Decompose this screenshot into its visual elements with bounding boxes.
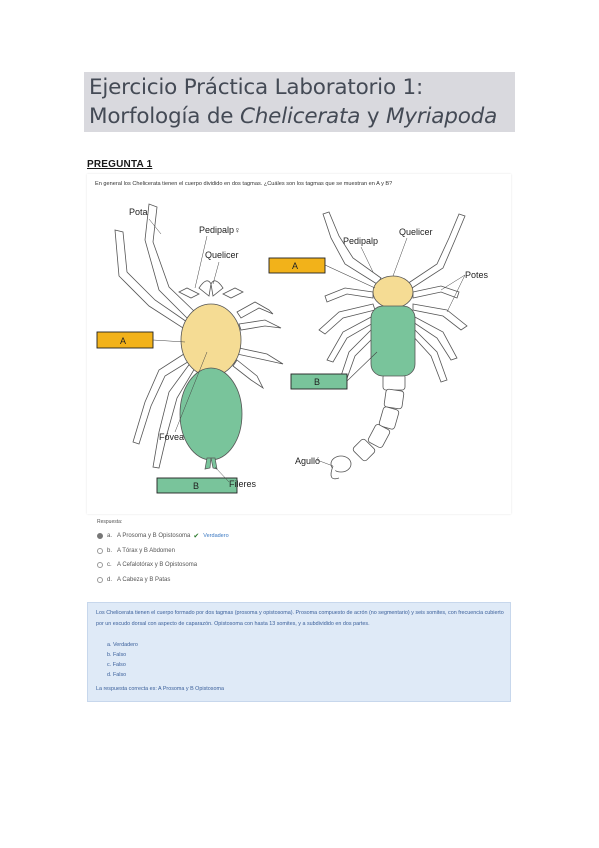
spider-box-b-label: B — [193, 481, 199, 491]
spider-diagram — [114, 203, 284, 469]
spider-spinnerets — [204, 457, 218, 470]
title-prefix: Morfología de — [89, 104, 240, 129]
feedback-list: a. Verdadero b. Falso c. Falso d. Falso — [107, 640, 138, 680]
scorpion-label-agullo: Agulló — [295, 456, 320, 466]
answer-options: a. A Prosoma y B Opistosoma ✔ Verdadero … — [97, 529, 229, 587]
feedback-item: c. Falso — [107, 662, 126, 668]
scorpion-prosoma — [372, 275, 414, 309]
feedback-item: a. Verdadero — [107, 642, 138, 648]
radio-icon[interactable] — [97, 533, 103, 540]
question-text: En general los Chelicerata tienen el cue… — [95, 181, 393, 187]
scorpion-label-quelicer: Quelicer — [399, 227, 433, 237]
title-conjunction: y — [360, 104, 387, 129]
spider-box-b — [156, 477, 238, 494]
answer-heading: Respuesta: — [97, 519, 123, 525]
option-verdict: Verdadero — [203, 533, 229, 540]
answer-option-c[interactable]: c. A Cefalotórax y B Opistosoma — [97, 558, 229, 573]
checkmark-icon: ✔ — [193, 533, 200, 541]
spider-label-quelicer: Quelicer — [205, 250, 239, 260]
spider-label-pedipalp: Pedipalp♀ — [199, 225, 241, 235]
option-text: A Tórax y B Abdomen — [117, 547, 175, 554]
spider-label-fileres: Fileres — [229, 479, 257, 489]
feedback-item: b. Falso — [107, 652, 127, 658]
anatomy-figure: A B Pota Pedipalp♀ Quelicer Fóvea Filere… — [96, 203, 489, 494]
scorpion-diagram — [318, 211, 468, 480]
feedback-panel — [87, 602, 511, 702]
spider-prosoma — [180, 303, 242, 377]
option-text: A Cefalotórax y B Opistosoma — [117, 562, 198, 569]
title-banner — [84, 72, 515, 132]
radio-icon[interactable] — [97, 562, 103, 569]
spider-box-a-label: A — [120, 336, 126, 346]
answer-option-b[interactable]: b. A Tórax y B Abdomen — [97, 544, 229, 559]
option-text: A Cabeza y B Patas — [117, 576, 171, 583]
scorpion-box-b — [290, 373, 348, 390]
question-heading: PREGUNTA 1 — [87, 159, 153, 170]
page-title-line-1: Ejercicio Práctica Laboratorio 1: — [89, 75, 424, 100]
option-letter: c. — [107, 562, 112, 569]
scorpion-box-b-label: B — [314, 377, 320, 387]
spider-label-pota: Pota — [129, 207, 148, 217]
page-title-line-2: Morfología de Chelicerata y Myriapoda — [89, 104, 497, 129]
title-chelicerata: Chelicerata — [239, 104, 361, 129]
feedback-item: d. Falso — [107, 672, 127, 678]
option-letter: d. — [107, 576, 113, 583]
option-text: A Prosoma y B Opistosoma — [117, 533, 191, 540]
option-letter: b. — [107, 547, 113, 554]
scorpion-label-pedipalp: Pedipalp — [343, 236, 378, 246]
spider-label-fovea: Fóvea — [159, 432, 184, 442]
title-myriapoda: Myriapoda — [386, 104, 498, 129]
radio-icon[interactable] — [97, 576, 103, 583]
scorpion-box-a-label: A — [292, 261, 298, 271]
radio-icon[interactable] — [97, 547, 103, 554]
scorpion-opistosoma — [370, 305, 416, 377]
answer-option-a[interactable]: a. A Prosoma y B Opistosoma ✔ Verdadero — [97, 529, 229, 544]
scorpion-box-a — [268, 257, 326, 274]
option-letter: a. — [107, 533, 113, 540]
feedback-correct-answer: La respuesta correcta es: A Prosoma y B … — [96, 686, 224, 692]
scorpion-label-potes: Potes — [465, 270, 489, 280]
feedback-text: Los Chelicerata tienen el cuerpo formado… — [96, 610, 504, 627]
spider-opistosoma — [179, 367, 243, 461]
answer-option-d[interactable]: d. A Cabeza y B Patas — [97, 573, 229, 588]
